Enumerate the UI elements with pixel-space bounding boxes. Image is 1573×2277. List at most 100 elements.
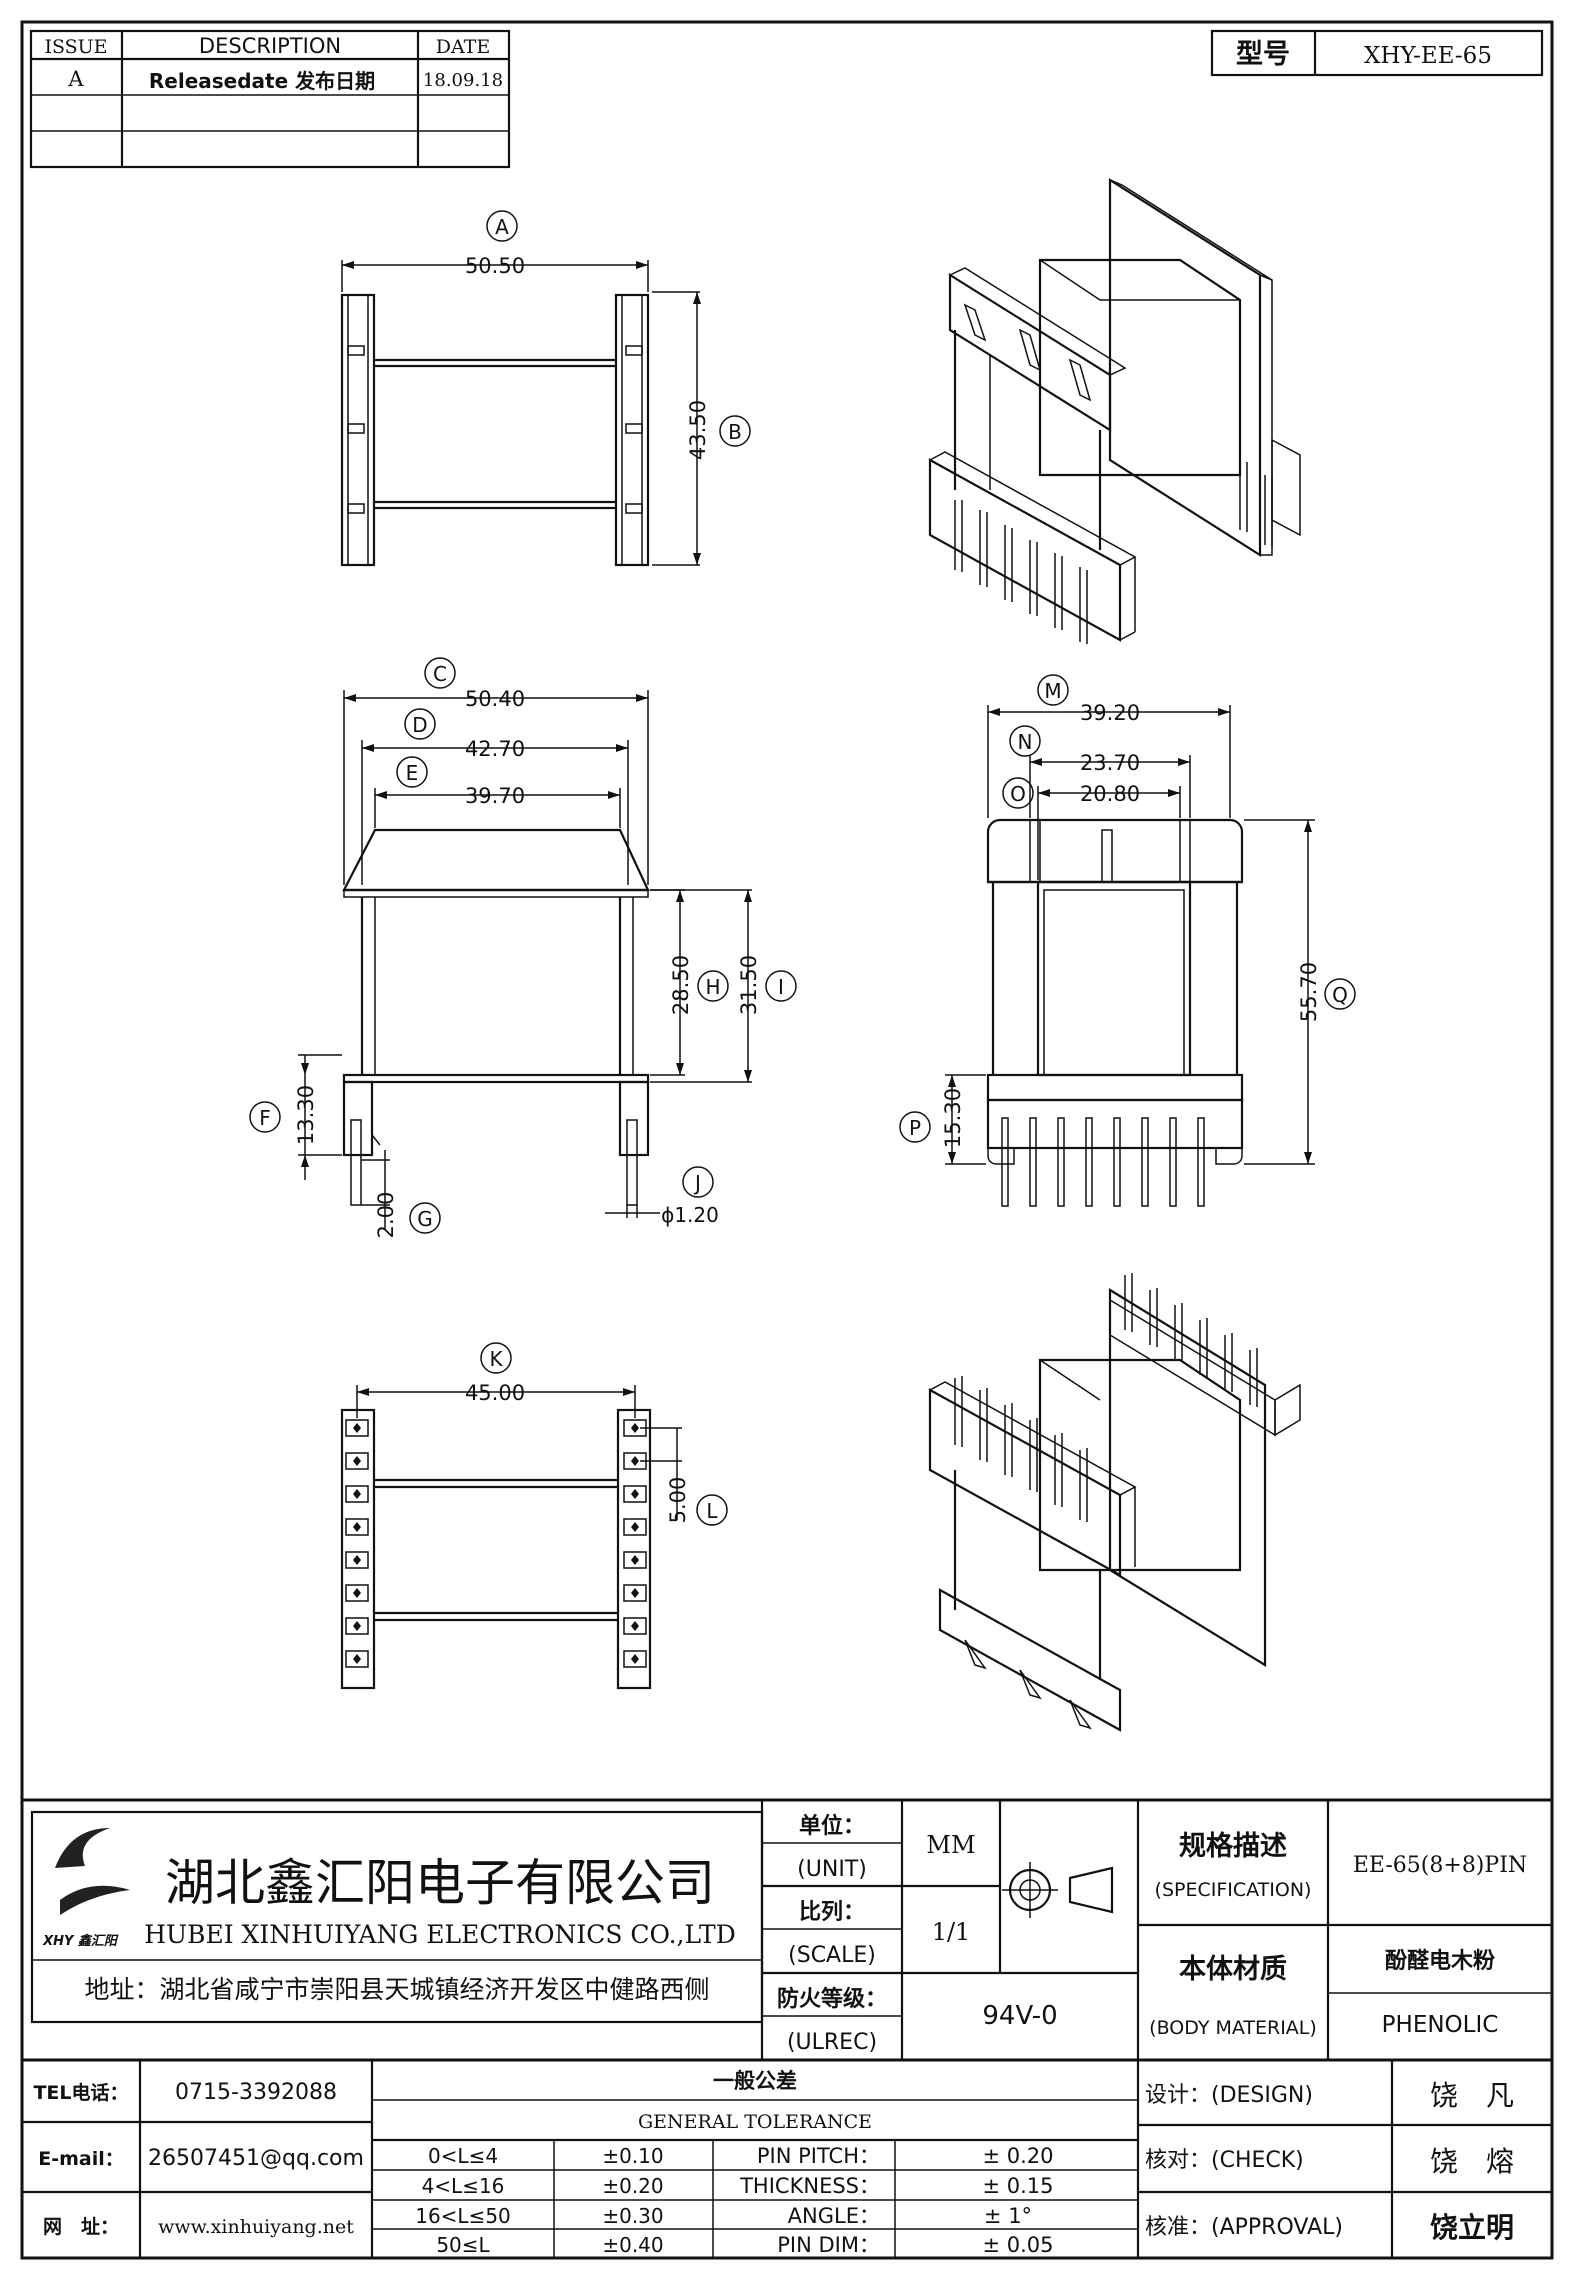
tol-angle-label: ANGLE： (788, 2204, 880, 2228)
dim-d-balloon (404, 708, 436, 740)
dim-c-value: 50.40 (465, 687, 525, 711)
side-view: M 39.20 N 23.70 O 20.80 55.70 Q 15.30 P (899, 674, 1356, 1207)
dim-c-balloon (424, 657, 456, 689)
dim-i-value: 31.50 (737, 955, 761, 1015)
company-name-en: HUBEI XINHUIYANG ELECTRONICS CO.,LTD (144, 1920, 736, 1949)
material-value-cn: 酚醛电木粉 (1385, 1949, 1495, 1974)
dim-k-balloon (480, 1342, 512, 1374)
dim-o-value: 20.80 (1080, 782, 1140, 806)
fire-value: 94V-0 (982, 2001, 1057, 2031)
approval-label: 核准：(APPROVAL) (1145, 2215, 1343, 2240)
revision-date-a: 18.09.18 (423, 70, 503, 91)
dim-k-letter: K (489, 1347, 503, 1371)
dim-k-value: 45.00 (465, 1381, 525, 1405)
sheet-border (20, 20, 1554, 2260)
dim-m-balloon (1037, 674, 1069, 706)
dim-i-balloon (765, 970, 797, 1002)
dim-b-letter: B (728, 420, 742, 444)
tol-value-2: ±0.20 (602, 2174, 663, 2198)
spec-grid: 单位： (UNIT) MM 比列： (SCALE) 1/1 防火等级： (ULR… (760, 1800, 1552, 2060)
tol-pin-dim-label: PIN DIM： (777, 2233, 880, 2257)
dim-n-value: 23.70 (1080, 751, 1140, 775)
dim-d-letter: D (412, 713, 427, 737)
dim-d-value: 42.70 (465, 737, 525, 761)
design-name: 饶 凡 (1430, 2079, 1514, 2112)
dim-b-balloon (719, 415, 751, 447)
dim-h-value: 28.50 (669, 955, 693, 1015)
bottom-view-pins-left (345, 1419, 369, 1668)
company-address: 地址：湖北省咸宁市崇阳县天城镇经济开发区中健路西侧 (84, 1975, 709, 2004)
dim-a-balloon (486, 210, 518, 242)
web-value: www.xinhuiyang.net (158, 2216, 354, 2238)
model-box: 型号 XHY-EE-65 (1210, 29, 1544, 77)
projection-symbol (1002, 1862, 1114, 1918)
dim-f-balloon (249, 1101, 281, 1133)
tolerance-title-en: GENERAL TOLERANCE (638, 2111, 872, 2133)
dim-q-letter: Q (1332, 983, 1348, 1007)
dim-f-letter: F (259, 1106, 271, 1130)
dim-j-value: ϕ1.20 (661, 1203, 719, 1227)
spec-label-cn: 规格描述 (1179, 1831, 1287, 1862)
tel-label: TEL电话： (33, 2081, 128, 2104)
revision-table: ISSUE DESCRIPTION DATE A Releasedate 发布日… (29, 29, 511, 169)
dim-e-balloon (396, 756, 428, 788)
dim-q-balloon (1324, 978, 1356, 1010)
dim-a-letter: A (495, 215, 509, 239)
revision-description-a: Releasedate 发布日期 (149, 69, 375, 93)
dim-l-value: 5.00 (666, 1477, 690, 1524)
dim-o-balloon (1002, 777, 1034, 809)
dim-q-value: 55.70 (1297, 962, 1321, 1022)
tel-value: 0715-3392088 (175, 2080, 337, 2105)
bottom-view-pins-right (623, 1419, 647, 1668)
unit-label-cn: 单位： (799, 1813, 865, 1839)
revision-date-header: DATE (436, 36, 490, 58)
front-view: C 50.40 D 42.70 E 39.70 28.50 H 31.50 I (249, 657, 797, 1239)
revision-issue-header: ISSUE (44, 36, 107, 58)
scale-value: 1/1 (932, 1918, 971, 1946)
tol-pin-dim-value: ± 0.05 (982, 2233, 1053, 2257)
dim-b-value: 43.50 (686, 400, 710, 460)
dim-p-letter: P (909, 1116, 921, 1140)
dim-l-balloon (696, 1494, 728, 1526)
unit-value: MM (926, 1831, 975, 1859)
tol-value-1: ±0.10 (602, 2144, 663, 2168)
dim-n-balloon (1009, 725, 1041, 757)
company-name-cn: 湖北鑫汇阳电子有限公司 (165, 1854, 715, 1912)
tol-range-1: 0<L≤4 (428, 2144, 498, 2168)
dim-n-letter: N (1018, 730, 1033, 754)
material-value-en: PHENOLIC (1382, 2012, 1499, 2038)
material-label-cn: 本体材质 (1179, 1954, 1287, 1985)
dim-p-balloon (899, 1111, 931, 1143)
tol-range-2: 4<L≤16 (422, 2174, 505, 2198)
material-label-en: (BODY MATERIAL) (1149, 2017, 1317, 2039)
dim-m-letter: M (1044, 679, 1061, 703)
dim-e-value: 39.70 (465, 784, 525, 808)
dim-h-balloon (697, 970, 729, 1002)
tol-value-4: ±0.40 (602, 2233, 663, 2257)
dim-p-value: 15.30 (941, 1088, 965, 1148)
tol-pin-pitch-label: PIN PITCH： (757, 2144, 880, 2168)
bottom-table: TEL电话： 0715-3392088 E-mail： 26507451@qq.… (22, 2060, 1552, 2258)
scale-label-cn: 比列： (799, 1900, 865, 1925)
company-block: XHY 鑫汇阳 湖北鑫汇阳电子有限公司 HUBEI XINHUIYANG ELE… (30, 1810, 764, 2024)
web-label: 网 址： (43, 2216, 119, 2238)
check-label: 核对：(CHECK) (1145, 2148, 1304, 2173)
dim-m-value: 39.20 (1080, 701, 1140, 725)
tolerance-title-cn: 一般公差 (713, 2069, 797, 2093)
tol-thickness-value: ± 0.15 (982, 2174, 1053, 2198)
model-label: 型号 (1236, 39, 1290, 70)
revision-description-header: DESCRIPTION (199, 34, 341, 58)
scale-label-en: (SCALE) (788, 1943, 876, 1968)
tol-range-3: 16<L≤50 (415, 2204, 511, 2228)
dim-a-value: 50.50 (465, 254, 525, 278)
dim-e-letter: E (406, 761, 419, 785)
unit-label-en: (UNIT) (797, 1857, 867, 1882)
spec-label-en: (SPECIFICATION) (1155, 1879, 1312, 1901)
design-label: 设计：(DESIGN) (1145, 2083, 1313, 2108)
dim-g-letter: G (417, 1207, 433, 1231)
tol-thickness-label: THICKNESS： (739, 2174, 880, 2198)
dim-c-letter: C (433, 662, 447, 686)
dim-g-value: 2.00 (374, 1192, 398, 1239)
dim-i-letter: I (778, 975, 784, 999)
top-view: A 50.50 43.50 B (340, 210, 751, 567)
